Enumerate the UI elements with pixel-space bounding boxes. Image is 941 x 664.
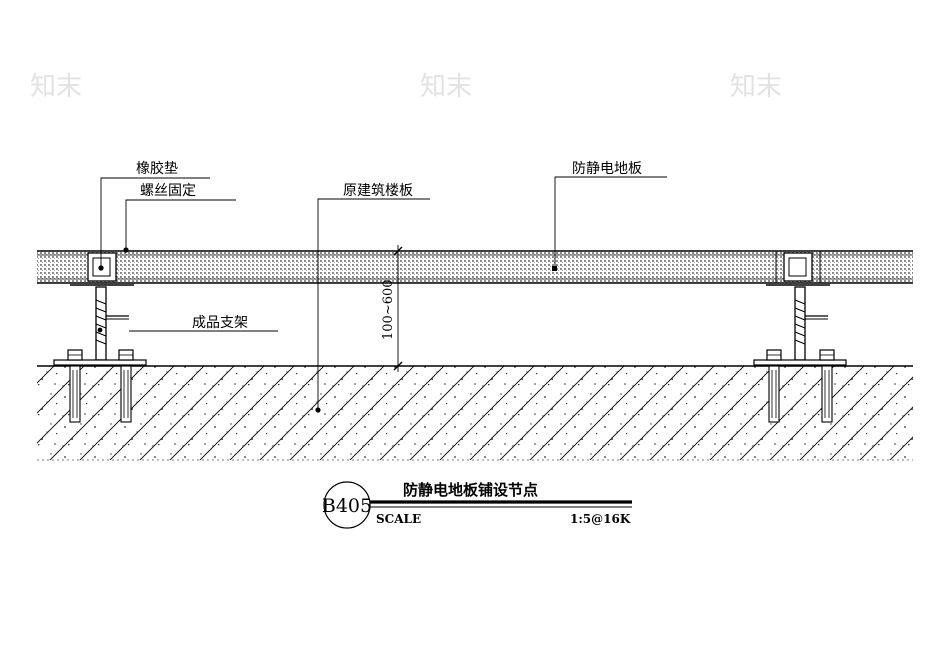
leader-lines [100,176,667,410]
label-antistatic-floor: 防静电地板 [572,161,642,177]
leader-dot [123,247,129,253]
pedestal-right [753,251,847,423]
title-block: B405 防静电地板铺设节点 SCALE 1:5@16K [322,481,632,529]
detail-title: 防静电地板铺设节点 [403,481,538,499]
detail-code-circle [323,481,371,529]
label-finished-support: 成品支架 [192,315,248,331]
watermark-text: 知末 [730,72,782,102]
scale-value: 1:5@16K [570,512,631,526]
label-screw-fix: 螺丝固定 [140,183,196,199]
pedestal-left [53,252,147,423]
detail-code: B405 [322,495,372,517]
label-rubber-pad: 橡胶垫 [136,160,178,177]
leader-dot [315,407,321,413]
watermark-text: 知末 [420,72,472,102]
scale-label: SCALE [376,512,421,526]
watermark-group: 知末 知末 知末 [30,72,782,102]
antistatic-floor-panel [37,250,913,284]
height-dimension-text: 100~600 [381,279,396,340]
height-dimension [393,245,403,372]
concrete-slab [37,365,913,461]
label-original-slab: 原建筑楼板 [343,183,413,199]
watermark-text: 知末 [30,72,82,102]
